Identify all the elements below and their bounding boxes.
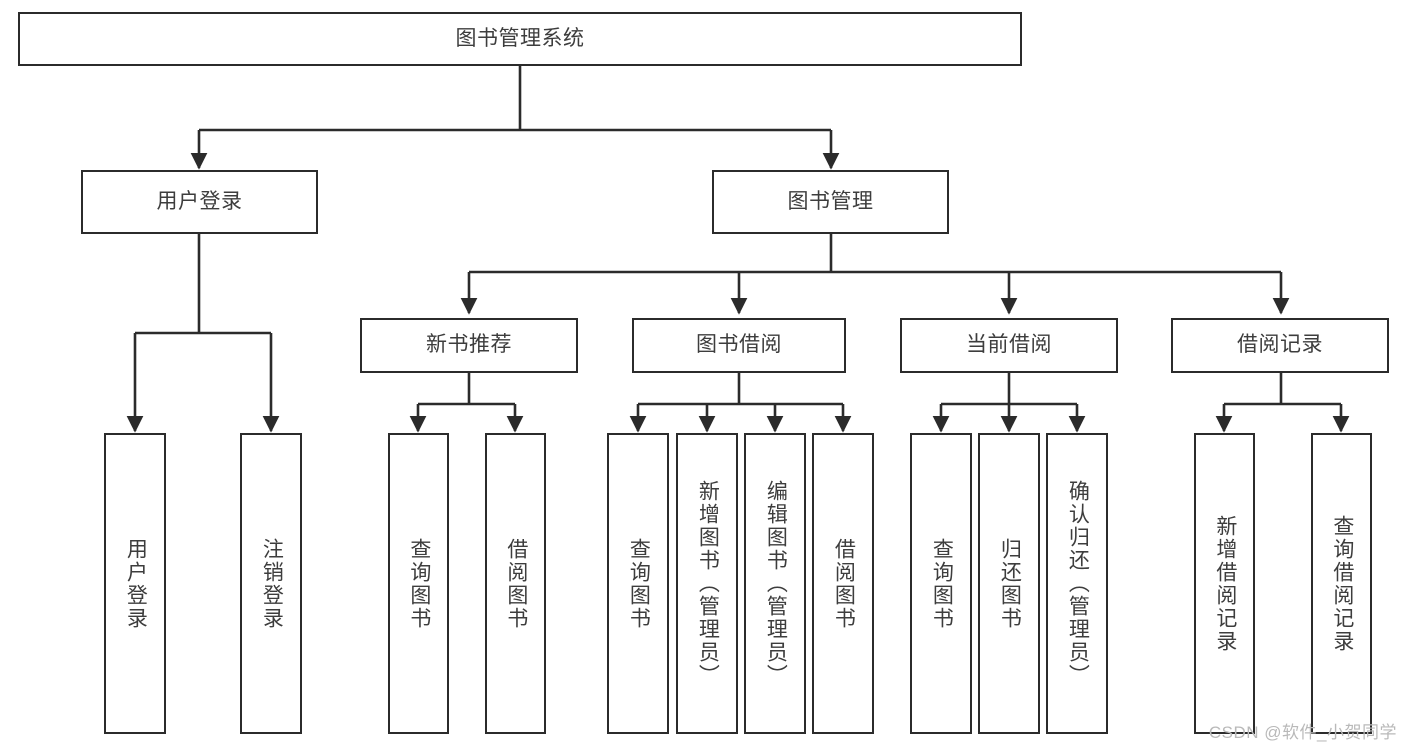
node-current-borrow-label: 当前借阅 (966, 333, 1052, 357)
node-leaf-query-book-1-label: 查询图书 (407, 537, 431, 630)
node-leaf-query-book-2[interactable]: 查询图书 (607, 433, 669, 734)
node-book-manage[interactable]: 图书管理 (712, 170, 949, 234)
node-leaf-user-logout[interactable]: 注销登录 (240, 433, 302, 734)
node-leaf-borrow-book-1[interactable]: 借阅图书 (485, 433, 546, 734)
node-leaf-user-logout-label: 注销登录 (260, 537, 284, 630)
node-root-label: 图书管理系统 (455, 26, 585, 50)
node-leaf-user-login-label: 用户登录 (124, 537, 148, 630)
node-leaf-confirm-return-label: 确认归还（管理员） (1066, 480, 1090, 687)
node-leaf-borrow-book-2-label: 借阅图书 (832, 537, 856, 630)
node-leaf-return-book[interactable]: 归还图书 (978, 433, 1040, 734)
node-leaf-add-record[interactable]: 新增借阅记录 (1194, 433, 1255, 734)
node-book-borrow-label: 图书借阅 (696, 333, 782, 357)
node-leaf-user-login[interactable]: 用户登录 (104, 433, 166, 734)
node-leaf-add-book[interactable]: 新增图书（管理员） (676, 433, 738, 734)
node-borrow-record[interactable]: 借阅记录 (1171, 318, 1389, 373)
node-borrow-record-label: 借阅记录 (1237, 333, 1323, 357)
node-root[interactable]: 图书管理系统 (18, 12, 1022, 66)
node-leaf-query-book-3-label: 查询图书 (930, 537, 954, 630)
node-user-login-label: 用户登录 (156, 189, 243, 213)
node-leaf-borrow-book-1-label: 借阅图书 (504, 537, 528, 630)
node-leaf-confirm-return[interactable]: 确认归还（管理员） (1046, 433, 1108, 734)
node-new-book-recommend[interactable]: 新书推荐 (360, 318, 578, 373)
node-leaf-return-book-label: 归还图书 (998, 537, 1022, 630)
node-leaf-query-book-2-label: 查询图书 (627, 537, 651, 630)
node-leaf-add-book-label: 新增图书（管理员） (696, 480, 720, 687)
node-leaf-query-book-1[interactable]: 查询图书 (388, 433, 449, 734)
node-leaf-query-record[interactable]: 查询借阅记录 (1311, 433, 1372, 734)
node-book-manage-label: 图书管理 (787, 189, 874, 213)
node-new-book-recommend-label: 新书推荐 (426, 333, 512, 357)
node-leaf-query-record-label: 查询借阅记录 (1330, 514, 1354, 653)
node-user-login[interactable]: 用户登录 (81, 170, 318, 234)
node-book-borrow[interactable]: 图书借阅 (632, 318, 846, 373)
node-current-borrow[interactable]: 当前借阅 (900, 318, 1118, 373)
node-leaf-query-book-3[interactable]: 查询图书 (910, 433, 972, 734)
node-leaf-edit-book-label: 编辑图书（管理员） (764, 480, 788, 687)
watermark: CSDN @软件_小贺同学 (1208, 723, 1397, 742)
node-leaf-add-record-label: 新增借阅记录 (1213, 514, 1237, 653)
node-leaf-edit-book[interactable]: 编辑图书（管理员） (744, 433, 806, 734)
node-leaf-borrow-book-2[interactable]: 借阅图书 (812, 433, 874, 734)
